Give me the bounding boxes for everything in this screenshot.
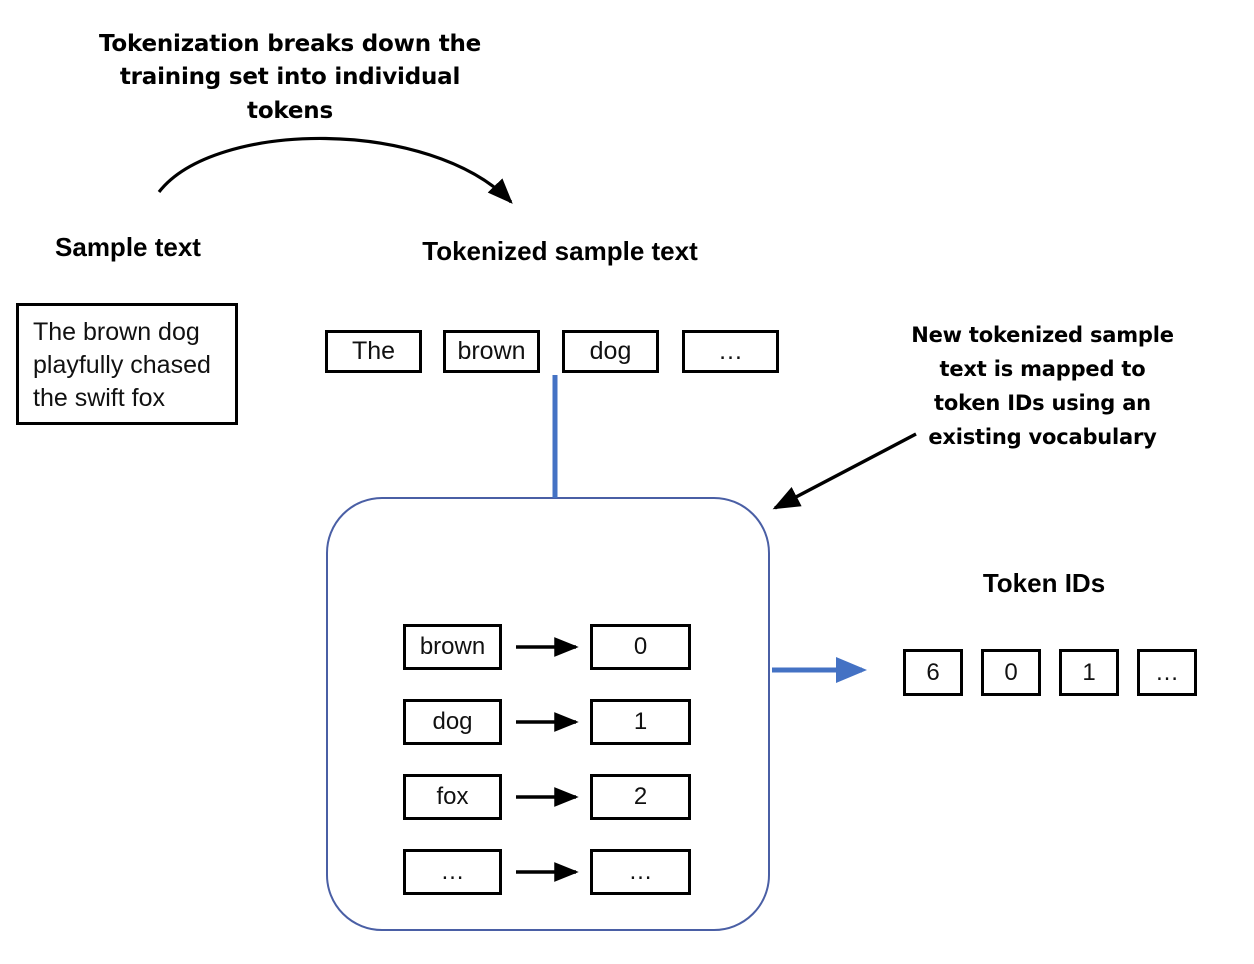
sample-text-box: The brown dog playfully chased the swift…	[16, 303, 238, 425]
token-ids-heading: Token IDs	[982, 568, 1106, 598]
token-box-2: dog	[562, 330, 659, 373]
diagonal-arrow-note-to-vocabulary	[772, 432, 917, 510]
curved-arrow-sample-to-tokenized	[157, 136, 513, 204]
vocab-token-box-1: dog	[403, 699, 502, 745]
token-id-box-3: …	[1137, 649, 1197, 696]
vocab-token-box-2: fox	[403, 774, 502, 820]
token-id-box-1: 0	[981, 649, 1041, 696]
sample-text-heading: Sample text	[55, 232, 201, 262]
vocab-id-box-1: 1	[590, 699, 691, 745]
tokenization-note: Tokenization breaks down the training se…	[98, 31, 482, 124]
vocab-id-box-0: 0	[590, 624, 691, 670]
token-box-1: brown	[443, 330, 540, 373]
token-id-box-2: 1	[1059, 649, 1119, 696]
vocab-token-box-0: brown	[403, 624, 502, 670]
vocab-id-box-2: 2	[590, 774, 691, 820]
existing-vocabulary-container	[326, 497, 770, 931]
tokenized-sample-text-heading: Tokenized sample text	[422, 236, 698, 266]
token-id-box-0: 6	[903, 649, 963, 696]
vocab-token-box-3: …	[403, 849, 502, 895]
token-box-3: …	[682, 330, 779, 373]
token-id-mapping-note: New tokenized sample text is mapped to t…	[911, 323, 1174, 450]
token-box-0: The	[325, 330, 422, 373]
vocab-id-box-3: …	[590, 849, 691, 895]
